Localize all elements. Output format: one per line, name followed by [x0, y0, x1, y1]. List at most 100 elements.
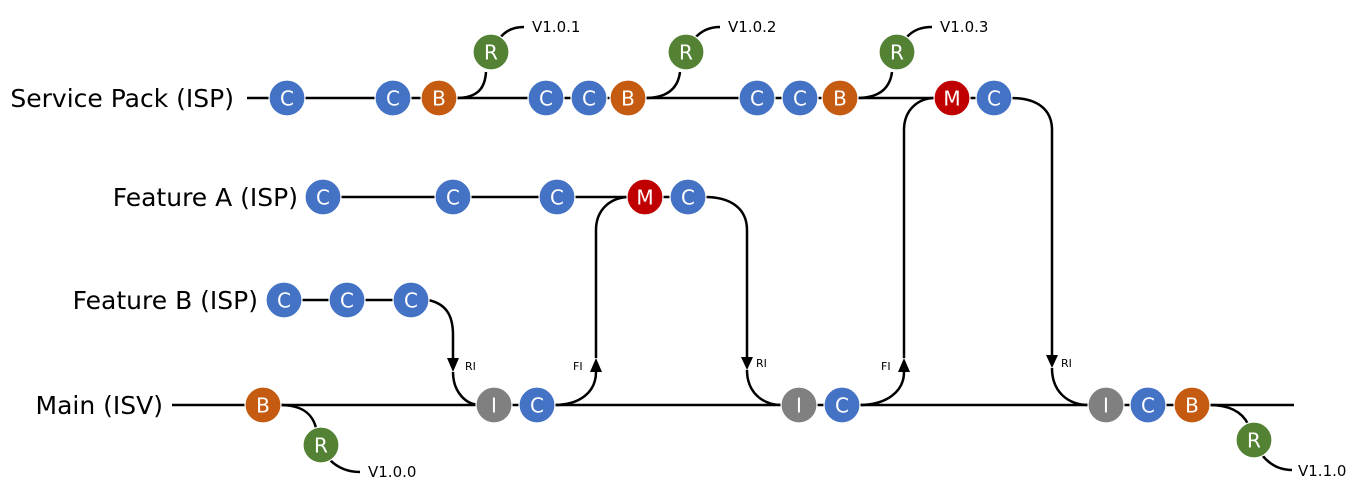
- arrow-down-icon: [741, 357, 753, 370]
- release-tag-connector-v103: [905, 25, 933, 39]
- flow-label-ri: RI: [756, 357, 767, 370]
- commit-node: C: [518, 386, 556, 424]
- node-letter: C: [539, 87, 553, 111]
- node-letter: C: [681, 186, 695, 210]
- arrow-down-icon: [1046, 355, 1058, 368]
- flow-ri-2-curve: [745, 369, 783, 407]
- commit-node: C: [570, 79, 608, 117]
- arrow-up-icon: [898, 358, 910, 372]
- node-letter: C: [404, 289, 418, 313]
- merge-node: M: [626, 178, 664, 216]
- release-node: R: [302, 426, 340, 464]
- node-letter: B: [833, 87, 847, 111]
- release-connector-v101: [455, 71, 488, 100]
- build-node: B: [420, 79, 458, 117]
- version-label: V1.0.0: [368, 463, 416, 481]
- release-node-circle: [472, 33, 510, 71]
- build-node-circle: [821, 79, 859, 117]
- commit-node-circle: [823, 386, 861, 424]
- integration-node-circle: [780, 386, 818, 424]
- node-letter: B: [621, 87, 635, 111]
- build-node: B: [821, 79, 859, 117]
- arrow-down-icon: [447, 358, 459, 372]
- node-letter: M: [943, 87, 960, 111]
- commit-node: C: [781, 79, 819, 117]
- commit-node-circle: [268, 79, 306, 117]
- commit-node-circle: [304, 178, 342, 216]
- node-letter: C: [316, 186, 330, 210]
- node-letter: R: [1247, 429, 1261, 453]
- release-node-circle: [1235, 421, 1273, 459]
- version-label: V1.0.2: [728, 18, 776, 36]
- commit-node: C: [669, 178, 707, 216]
- node-letter: I: [1103, 394, 1109, 418]
- release-connector-v100: [279, 403, 318, 429]
- node-letter: B: [432, 87, 446, 111]
- commit-node: C: [738, 79, 776, 117]
- branch-label-main: Main (ISV): [36, 391, 163, 420]
- flow-ri-2: [704, 195, 749, 357]
- node-letter: I: [796, 394, 802, 418]
- commit-node: C: [268, 79, 306, 117]
- commit-node-circle: [781, 79, 819, 117]
- branch-label-feature-b: Feature B (ISP): [73, 286, 258, 315]
- build-node: B: [1173, 386, 1211, 424]
- node-letter: I: [491, 394, 497, 418]
- commit-node-circle: [975, 79, 1013, 117]
- release-node: R: [1235, 421, 1273, 459]
- commit-node-circle: [518, 386, 556, 424]
- commit-node: C: [392, 281, 430, 319]
- commit-node-circle: [738, 79, 776, 117]
- commit-node-circle: [392, 281, 430, 319]
- version-label: V1.1.0: [1298, 462, 1346, 480]
- merge-node: M: [933, 79, 971, 117]
- node-letter: C: [446, 186, 460, 210]
- branch-lines: [172, 25, 1294, 474]
- node-letter: C: [277, 289, 291, 313]
- branch-label-feature-a: Feature A (ISP): [113, 183, 298, 212]
- commit-node: C: [823, 386, 861, 424]
- flow-label-ri: RI: [1061, 357, 1072, 370]
- build-node-circle: [420, 79, 458, 117]
- flow-labels: RI FI RI FI RI: [465, 357, 1072, 373]
- node-letter: C: [340, 289, 354, 313]
- commit-node: C: [538, 178, 576, 216]
- node-letter: C: [750, 87, 764, 111]
- node-letter: B: [1185, 394, 1199, 418]
- flow-fi-2: [858, 371, 906, 407]
- node-letter: R: [890, 41, 904, 65]
- integration-node: I: [1087, 386, 1125, 424]
- integration-node: I: [780, 386, 818, 424]
- commit-node: C: [527, 79, 565, 117]
- version-labels: V1.0.0 V1.0.1 V1.0.2 V1.0.3 V1.1.0: [368, 18, 1346, 481]
- release-tag-connector-v102: [694, 25, 721, 39]
- release-tag-connector-v110: [1261, 454, 1293, 472]
- commit-node: C: [304, 178, 342, 216]
- merge-node-circle: [933, 79, 971, 117]
- commit-node-circle: [374, 79, 412, 117]
- release-connector-v103: [856, 71, 894, 100]
- branch-label-service-pack: Service Pack (ISP): [10, 84, 234, 113]
- node-letter: C: [987, 87, 1001, 111]
- node-letter: C: [280, 87, 294, 111]
- integration-node-circle: [475, 386, 513, 424]
- flow-fi-2-vertical: [902, 96, 936, 358]
- branch-labels: Service Pack (ISP) Feature A (ISP) Featu…: [10, 84, 298, 420]
- commit-node: C: [1129, 386, 1167, 424]
- flow-label-ri: RI: [465, 360, 476, 373]
- commit-node-circle: [527, 79, 565, 117]
- node-letter: R: [484, 41, 498, 65]
- release-connector-v110: [1208, 403, 1250, 425]
- arrow-up-icon: [590, 358, 602, 372]
- node-letter: C: [1141, 394, 1155, 418]
- release-node-circle: [878, 33, 916, 71]
- commit-node-circle: [570, 79, 608, 117]
- integration-node-circle: [1087, 386, 1125, 424]
- build-node: B: [244, 386, 282, 424]
- node-letter: C: [835, 394, 849, 418]
- flow-label-fi: FI: [573, 360, 583, 373]
- build-node-circle: [1173, 386, 1211, 424]
- node-letter: M: [636, 186, 653, 210]
- commit-node-circle: [538, 178, 576, 216]
